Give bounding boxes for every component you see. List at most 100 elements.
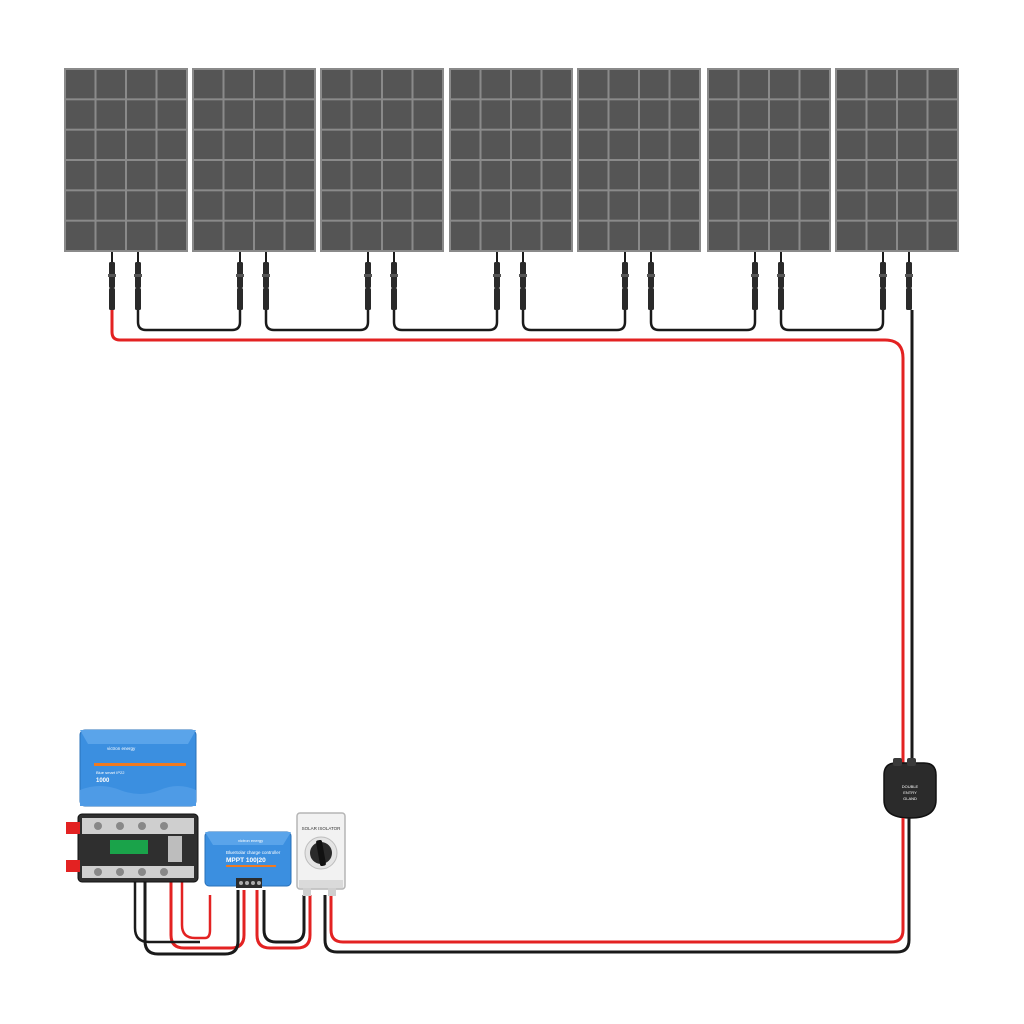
solar-cell: [928, 221, 957, 250]
solar-cell: [224, 100, 253, 129]
mc4-connector: [879, 252, 887, 310]
solar-cell: [194, 191, 223, 220]
isolator-to-mppt-positive: [255, 890, 312, 950]
solar-cell: [579, 100, 608, 129]
solar-cell: [579, 221, 608, 250]
solar-cell: [255, 221, 284, 250]
solar-cell: [255, 130, 284, 159]
solar-cell: [739, 191, 768, 220]
solar-cell: [194, 130, 223, 159]
solar-panel: [192, 68, 316, 252]
mc4-connector: [390, 252, 398, 310]
solar-cell: [481, 161, 510, 190]
solar-cell: [867, 221, 896, 250]
rotary-switch-icon: SOLAR ISOLATOR: [296, 812, 346, 896]
mc4-connector: [905, 252, 913, 310]
solar-cell: [770, 161, 799, 190]
solar-cell: [867, 191, 896, 220]
solar-cell: [770, 221, 799, 250]
solar-cell: [383, 130, 412, 159]
solar-cell: [157, 70, 186, 99]
solar-cell: [709, 191, 738, 220]
solar-cell: [739, 70, 768, 99]
cable-gland-icon: DOUBLE ENTRY GLAND: [883, 758, 937, 819]
solar-cell: [640, 130, 669, 159]
solar-panel: [707, 68, 831, 252]
solar-cell: [157, 161, 186, 190]
solar-cell: [867, 100, 896, 129]
solar-cell: [224, 130, 253, 159]
solar-cell: [451, 161, 480, 190]
solar-cell: [579, 161, 608, 190]
mppt-to-busbar-negative: [143, 880, 240, 956]
solar-cell: [928, 161, 957, 190]
solar-cell: [898, 191, 927, 220]
solar-cell: [670, 161, 699, 190]
solar-cell: [837, 70, 866, 99]
solar-cell: [770, 130, 799, 159]
solar-cell: [800, 70, 829, 99]
solar-cell: [709, 130, 738, 159]
solar-cell: [609, 221, 638, 250]
mppt-model: MPPT 100|20: [226, 857, 266, 864]
solar-cell: [413, 161, 442, 190]
solar-cell: [322, 161, 351, 190]
solar-cell: [383, 221, 412, 250]
solar-cell: [194, 161, 223, 190]
gland-to-isolator-positive: [329, 818, 905, 944]
solar-cell: [609, 161, 638, 190]
solar-cell: [413, 130, 442, 159]
solar-cell: [157, 191, 186, 220]
solar-cell: [66, 100, 95, 129]
solar-cell: [898, 70, 927, 99]
solar-cell: [127, 70, 156, 99]
solar-cell: [867, 161, 896, 190]
solar-panel-array: [64, 68, 959, 252]
solar-cell: [770, 70, 799, 99]
solar-cell: [66, 191, 95, 220]
gland-to-isolator-negative: [323, 818, 911, 954]
solar-cell: [739, 130, 768, 159]
solar-cell: [413, 221, 442, 250]
solar-cell: [512, 130, 541, 159]
solar-cell: [542, 70, 571, 99]
solar-cell: [670, 130, 699, 159]
inverter-rating: 1000: [96, 778, 110, 784]
solar-cell: [66, 130, 95, 159]
solar-cell: [322, 100, 351, 129]
solar-cell: [451, 70, 480, 99]
solar-cell: [352, 130, 381, 159]
solar-cell: [96, 161, 125, 190]
solar-panel: [577, 68, 701, 252]
solar-cell: [352, 161, 381, 190]
solar-cell: [898, 100, 927, 129]
mc4-connector: [621, 252, 629, 310]
solar-cell: [157, 221, 186, 250]
mc4-connector: [751, 252, 759, 310]
solar-cell: [127, 100, 156, 129]
solar-cell: [224, 161, 253, 190]
solar-cell: [285, 221, 314, 250]
solar-cell: [413, 100, 442, 129]
solar-cell: [451, 130, 480, 159]
solar-cell: [867, 70, 896, 99]
solar-cell: [640, 70, 669, 99]
solar-cell: [542, 100, 571, 129]
solar-cell: [709, 100, 738, 129]
solar-cell: [322, 221, 351, 250]
solar-cell: [194, 70, 223, 99]
solar-cell: [255, 161, 284, 190]
solar-cell: [670, 100, 699, 129]
solar-cell: [66, 70, 95, 99]
solar-cell: [542, 191, 571, 220]
solar-cell: [285, 100, 314, 129]
mc4-connector: [134, 252, 142, 310]
series-jumper-cable: [649, 310, 757, 332]
solar-cell: [127, 130, 156, 159]
solar-panel: [320, 68, 444, 252]
solar-cell: [451, 100, 480, 129]
mc4-connector: [493, 252, 501, 310]
solar-cell: [512, 191, 541, 220]
solar-cell: [670, 221, 699, 250]
isolator-label: SOLAR ISOLATOR: [302, 826, 342, 831]
